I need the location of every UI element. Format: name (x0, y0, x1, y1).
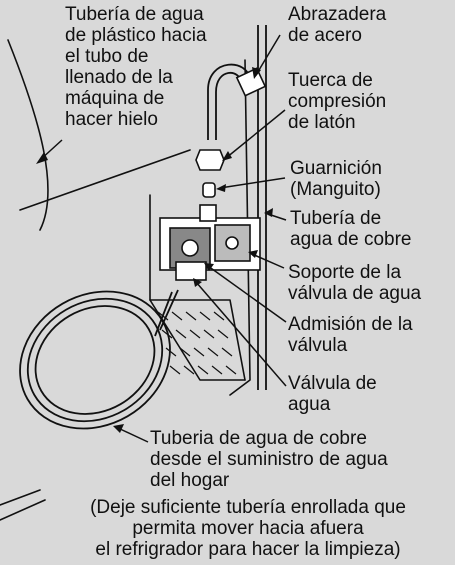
label-brass-nut: Tuerca de compresión de latón (288, 70, 387, 133)
cabinet-outline (229, 59, 251, 396)
label-steel-clamp: Abrazadera de acero (288, 4, 387, 46)
brass-nut (195, 149, 225, 171)
steel-clamp (235, 67, 267, 97)
installation-note: (Deje suficiente tubería enrollada que p… (90, 497, 406, 560)
cabinet-outline (0, 499, 46, 521)
label-valve-inlet: Admisión de la válvula (288, 314, 413, 356)
cabinet-outline (19, 149, 191, 211)
cabinet-outline (149, 194, 246, 381)
label-plastic-tube: Tubería de agua de plástico hacia el tub… (65, 4, 207, 130)
supply-coil (19, 289, 179, 430)
label-water-valve: Válvula de agua (288, 373, 377, 415)
cabinet-outline (7, 39, 49, 231)
arrowheads (36, 67, 273, 433)
ferrule (202, 182, 216, 198)
label-ferrule: Guarnición (Manguito) (290, 158, 382, 200)
label-copper-tube: Tubería de agua de cobre (290, 208, 412, 250)
cabinet-outline (0, 489, 41, 506)
plastic-tube (215, 71, 243, 140)
label-valve-bracket: Soporte de la válvula de agua (288, 262, 422, 304)
leaders (39, 34, 287, 443)
back-panel (149, 299, 246, 381)
water-valve (159, 204, 261, 281)
label-supply-tube: Tuberia de agua de cobre desde el sumini… (150, 428, 388, 491)
